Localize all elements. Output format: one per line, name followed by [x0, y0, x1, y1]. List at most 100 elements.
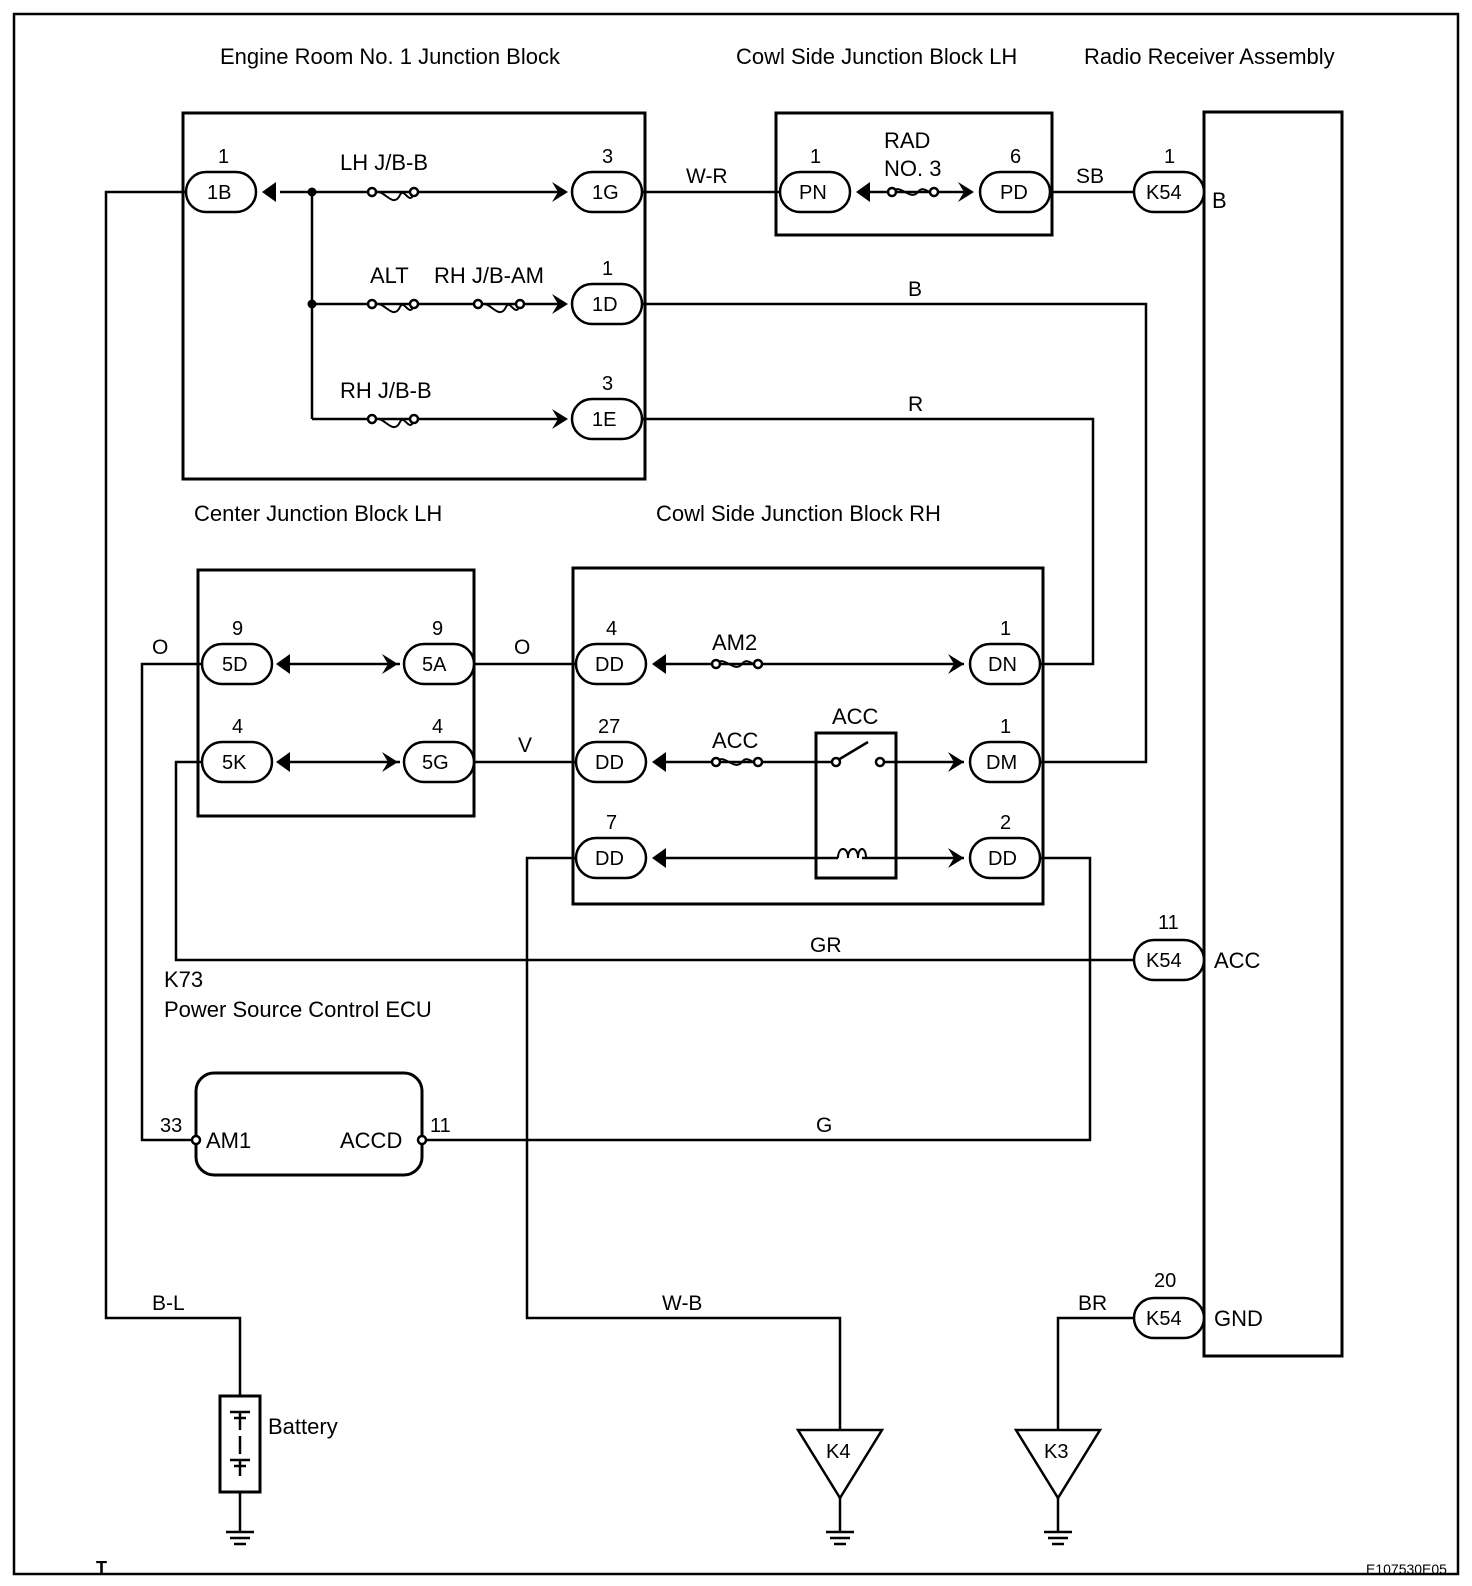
svg-text:K54: K54: [1146, 1308, 1182, 1330]
connector-dd-4: DD 4: [574, 618, 666, 686]
svg-text:5K: 5K: [222, 752, 247, 774]
wire-b: [643, 302, 1148, 764]
connector-pd: PD 6: [958, 146, 1052, 214]
wire-label-o-left: O: [152, 636, 168, 659]
fuse-am2: AM2: [710, 630, 764, 670]
svg-text:5G: 5G: [422, 752, 449, 774]
radio-receiver-title: Radio Receiver Assembly: [1084, 44, 1335, 69]
fuse-acc: ACC: [710, 728, 764, 768]
svg-text:DD: DD: [988, 848, 1017, 870]
wire-label-o-mid: O: [514, 636, 530, 659]
footer-mark: T: [96, 1558, 107, 1578]
connector-k54-b: K54 1 B: [1132, 146, 1227, 214]
svg-text:ACC: ACC: [832, 704, 879, 729]
junction-dot: [307, 299, 317, 309]
svg-text:4: 4: [232, 716, 243, 738]
svg-text:DD: DD: [595, 752, 624, 774]
svg-text:B: B: [1212, 188, 1227, 213]
svg-text:PN: PN: [799, 182, 827, 204]
wire-gr: [174, 760, 1134, 962]
svg-text:4: 4: [606, 618, 617, 640]
connector-k54-acc: K54 11 ACC: [1132, 912, 1261, 982]
ground-point-k4: K4: [795, 1428, 885, 1532]
svg-text:AM1: AM1: [206, 1128, 251, 1153]
figure-code: E107530E05: [1366, 1561, 1447, 1577]
wire-b-l: [104, 190, 242, 1396]
svg-text:Battery: Battery: [268, 1414, 338, 1439]
connector-pn: PN 1: [778, 146, 870, 214]
svg-text:1: 1: [1164, 146, 1175, 168]
svg-text:33: 33: [160, 1115, 182, 1137]
svg-text:2: 2: [1000, 812, 1011, 834]
svg-text:DD: DD: [595, 848, 624, 870]
connector-1g: 1G 3: [552, 146, 644, 214]
svg-text:K3: K3: [1044, 1441, 1068, 1463]
svg-text:NO. 3: NO. 3: [884, 156, 941, 181]
svg-text:AM2: AM2: [712, 630, 757, 655]
radio-receiver-assembly: [1202, 110, 1344, 1358]
cowl-rh-junction-block: [571, 566, 1045, 906]
outer-frame: [12, 12, 1460, 1576]
wire-r: [643, 417, 1095, 666]
ecu-terminal-accd: ACCD 11: [340, 1115, 451, 1153]
connector-dd-27: DD 27: [574, 716, 666, 784]
svg-text:5D: 5D: [222, 654, 248, 676]
svg-text:27: 27: [598, 716, 620, 738]
ecu-name: Power Source Control ECU: [164, 997, 432, 1022]
svg-text:4: 4: [432, 716, 443, 738]
junction-dot: [307, 187, 317, 197]
connector-dd-2: DD 2: [948, 812, 1042, 880]
battery-icon: Battery: [218, 1394, 338, 1494]
connector-1d: 1D 1: [552, 258, 644, 326]
cowl-lh-block-title: Cowl Side Junction Block LH: [736, 44, 1017, 69]
wire-label-w-b: W-B: [662, 1292, 702, 1315]
svg-text:ACCD: ACCD: [340, 1128, 402, 1153]
connector-5g: 5G 4: [382, 716, 476, 784]
wire-label-w-r: W-R: [686, 165, 728, 188]
wire-label-b: B: [908, 278, 922, 301]
svg-text:DM: DM: [986, 752, 1017, 774]
svg-text:7: 7: [606, 812, 617, 834]
svg-text:RAD: RAD: [884, 128, 930, 153]
connector-1b: 1B 1: [184, 146, 276, 214]
wire-label-r: R: [908, 393, 923, 416]
wire-label-br: BR: [1078, 1292, 1107, 1315]
svg-text:6: 6: [1010, 146, 1021, 168]
engine-room-block-title: Engine Room No. 1 Junction Block: [220, 44, 561, 69]
svg-text:3: 3: [602, 146, 613, 168]
svg-text:RH J/B-AM: RH J/B-AM: [434, 263, 544, 288]
ecu-body: [194, 1071, 424, 1177]
wire-g: [424, 856, 1092, 1142]
svg-text:GND: GND: [1214, 1306, 1263, 1331]
svg-text:1: 1: [1000, 618, 1011, 640]
ground-point-k3: K3: [1013, 1428, 1103, 1532]
wire-label-gr: GR: [810, 934, 842, 957]
wire-label-g: G: [816, 1114, 832, 1137]
svg-text:1D: 1D: [592, 294, 618, 316]
svg-text:5A: 5A: [422, 654, 447, 676]
svg-text:PD: PD: [1000, 182, 1028, 204]
connector-1e: 1E 3: [552, 373, 644, 441]
svg-text:RH J/B-B: RH J/B-B: [340, 378, 432, 403]
connector-5k: 5K 4: [200, 716, 290, 784]
connector-k54-gnd: K54 20 GND: [1132, 1270, 1263, 1340]
ground-icon: [1044, 1530, 1072, 1546]
connector-5d: 5D 9: [200, 618, 290, 686]
svg-text:DN: DN: [988, 654, 1017, 676]
wire-label-b-l: B-L: [152, 1292, 185, 1315]
svg-text:9: 9: [432, 618, 443, 640]
svg-text:K54: K54: [1146, 950, 1182, 972]
fuse-rad-no3: RAD NO. 3: [884, 128, 941, 198]
connector-5a: 5A 9: [382, 618, 476, 686]
ground-icon: [826, 1530, 854, 1546]
svg-text:1B: 1B: [207, 182, 231, 204]
wire-label-v: V: [518, 734, 532, 757]
svg-text:1: 1: [602, 258, 613, 280]
ecu-terminal-am1: AM1 33: [160, 1115, 251, 1153]
svg-text:1E: 1E: [592, 409, 616, 431]
connector-dn: DN 1: [948, 618, 1042, 686]
wire-br: [1056, 1316, 1134, 1430]
engine-room-junction-block: [181, 111, 647, 481]
svg-text:ACC: ACC: [712, 728, 759, 753]
wire-w-b: [525, 856, 842, 1430]
